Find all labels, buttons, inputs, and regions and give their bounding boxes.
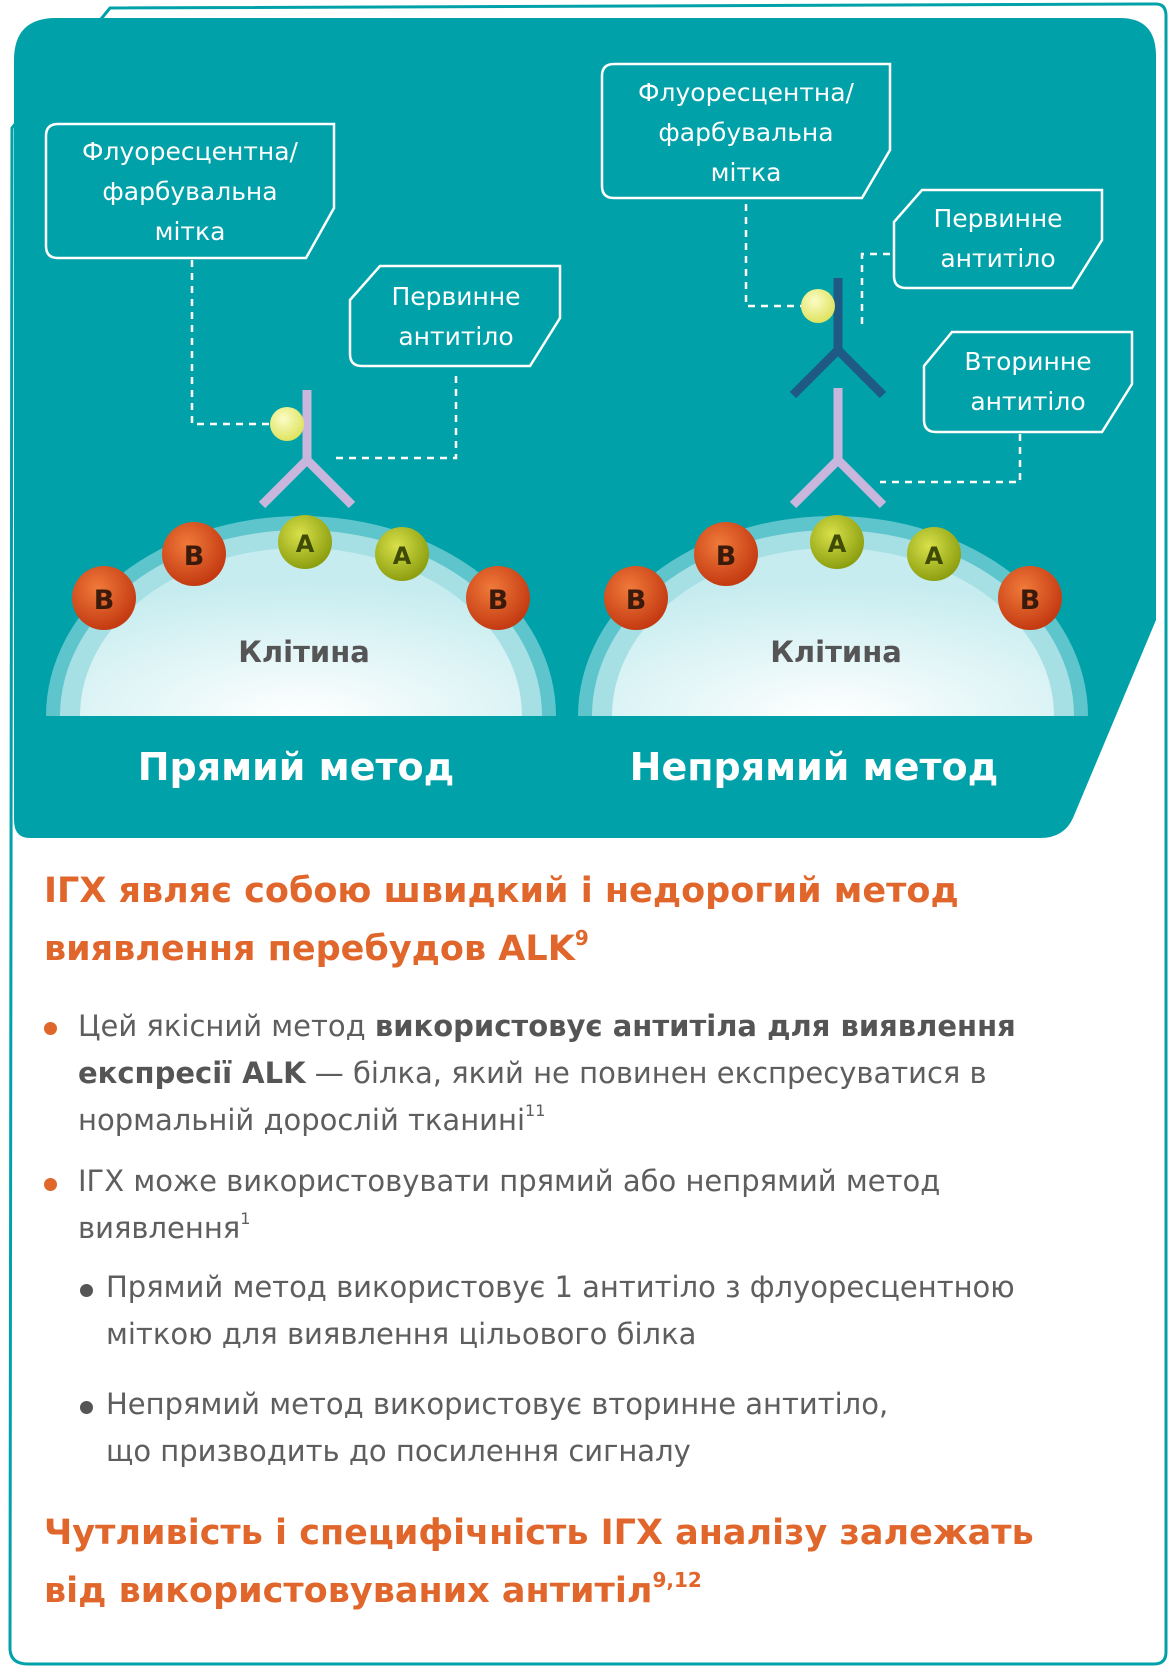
bullet-1-post: — білка, який не повинен експресуватися … xyxy=(78,1056,987,1137)
svg-text:B: B xyxy=(1020,585,1041,616)
headline-2-text: Чутливість і специфічність ІГХ аналізу з… xyxy=(44,1513,1034,1611)
svg-text:A: A xyxy=(296,530,315,558)
direct-antigen-4: A xyxy=(375,527,429,581)
indirect-antigen-2: B xyxy=(694,522,758,586)
bullet-1-pre: Цей якісний метод xyxy=(78,1009,375,1043)
indirect-method-illustration: Клітина Флуоресцентна/ фарбувальна мітка… xyxy=(578,62,1134,789)
indirect-fluor-tag xyxy=(801,289,835,323)
direct-fluor-tag xyxy=(270,407,304,441)
direct-primary-leader xyxy=(330,376,458,460)
bullet-dot-2 xyxy=(44,1178,57,1191)
bullet-2: ІГХ може використовувати прямий або непр… xyxy=(78,1158,978,1252)
indirect-primary-line-2: антитіло xyxy=(940,244,1055,273)
indirect-method-title: Непрямий метод xyxy=(630,745,999,789)
bullet-2-ref: 1 xyxy=(240,1209,251,1228)
direct-antigen-5: B xyxy=(466,566,530,630)
direct-antigen-1: B xyxy=(72,566,136,630)
indirect-antigen-4: A xyxy=(907,527,961,581)
direct-antigen-2: B xyxy=(162,522,226,586)
direct-primary-antibody xyxy=(258,390,356,509)
indirect-secondary-line-1: Вторинне xyxy=(964,347,1091,376)
svg-text:A: A xyxy=(828,530,847,558)
indirect-secondary-callout xyxy=(922,330,1134,434)
direct-method-illustration: Клітина Флуоресцентна/ фарбувальна мітка… xyxy=(44,122,562,789)
direct-method-title: Прямий метод xyxy=(138,745,455,789)
indirect-antigen-5: B xyxy=(998,566,1062,630)
indirect-secondary-leader xyxy=(880,434,1022,484)
svg-text:B: B xyxy=(184,541,205,572)
headline-1: ІГХ являє собою швидкий і недорогий мето… xyxy=(44,862,1104,978)
bullet-1: Цей якісний метод використовує антитіла … xyxy=(78,1003,1058,1144)
svg-text:B: B xyxy=(716,541,737,572)
bullet-2-text: ІГХ може використовувати прямий або непр… xyxy=(78,1164,941,1245)
indirect-fluor-line-3: мітка xyxy=(711,158,782,187)
indirect-antigen-3: A xyxy=(810,515,864,569)
indirect-cell-label: Клітина xyxy=(770,635,902,669)
sub-bullet-1: Прямий метод використовує 1 антитіло з ф… xyxy=(106,1264,1066,1358)
bullet-1-bold: використовує антитіла для виявлення експ… xyxy=(78,1009,1016,1090)
headline-2: Чутливість і специфічність ІГХ аналізу з… xyxy=(44,1504,1104,1620)
indirect-secondary-line-2: антитіло xyxy=(970,387,1085,416)
direct-fluor-line-1: Флуоресцентна/ xyxy=(82,137,299,166)
svg-text:A: A xyxy=(925,542,944,570)
sub-bullet-2-text: Непрямий метод використовує вторинне ант… xyxy=(106,1387,889,1468)
headline-1-text: ІГХ являє собою швидкий і недорогий мето… xyxy=(44,871,959,969)
direct-cell-body xyxy=(80,548,522,716)
indirect-primary-line-1: Первинне xyxy=(933,204,1062,233)
svg-text:B: B xyxy=(626,585,647,616)
svg-text:B: B xyxy=(94,585,115,616)
indirect-fluor-callout xyxy=(600,62,892,200)
indirect-primary-callout xyxy=(892,188,1104,290)
indirect-primary-antibody xyxy=(789,388,887,509)
indirect-primary-leader xyxy=(860,252,890,330)
direct-primary-callout xyxy=(348,264,562,368)
headline-1-ref: 9 xyxy=(574,926,589,950)
headline-2-ref: 9,12 xyxy=(652,1568,702,1592)
svg-text:A: A xyxy=(393,542,412,570)
indirect-secondary-antibody xyxy=(789,278,887,399)
direct-fluor-callout xyxy=(44,122,336,260)
direct-primary-line-1: Первинне xyxy=(391,282,520,311)
indirect-fluor-line-2: фарбувальна xyxy=(658,118,833,147)
direct-fluor-line-2: фарбувальна xyxy=(102,177,277,206)
direct-fluor-leader xyxy=(190,260,286,426)
direct-primary-line-2: антитіло xyxy=(398,322,513,351)
bullet-dot-1 xyxy=(44,1022,57,1035)
indirect-cell-body xyxy=(612,548,1054,716)
direct-fluor-line-3: мітка xyxy=(155,217,226,246)
indirect-fluor-line-1: Флуоресцентна/ xyxy=(638,78,855,107)
sub-bullet-2: Непрямий метод використовує вторинне ант… xyxy=(106,1381,926,1475)
sub-bullet-1-text: Прямий метод використовує 1 антитіло з ф… xyxy=(106,1270,1015,1351)
indirect-antigen-1: B xyxy=(604,566,668,630)
direct-antigen-3: A xyxy=(278,515,332,569)
sub-bullet-dot-1 xyxy=(80,1284,93,1297)
svg-text:B: B xyxy=(488,585,509,616)
sub-bullet-dot-2 xyxy=(80,1401,93,1414)
direct-cell-label: Клітина xyxy=(238,635,370,669)
ihc-diagram: Клітина Флуоресцентна/ фарбувальна мітка… xyxy=(14,18,1156,838)
bullet-1-ref: 11 xyxy=(525,1101,546,1120)
